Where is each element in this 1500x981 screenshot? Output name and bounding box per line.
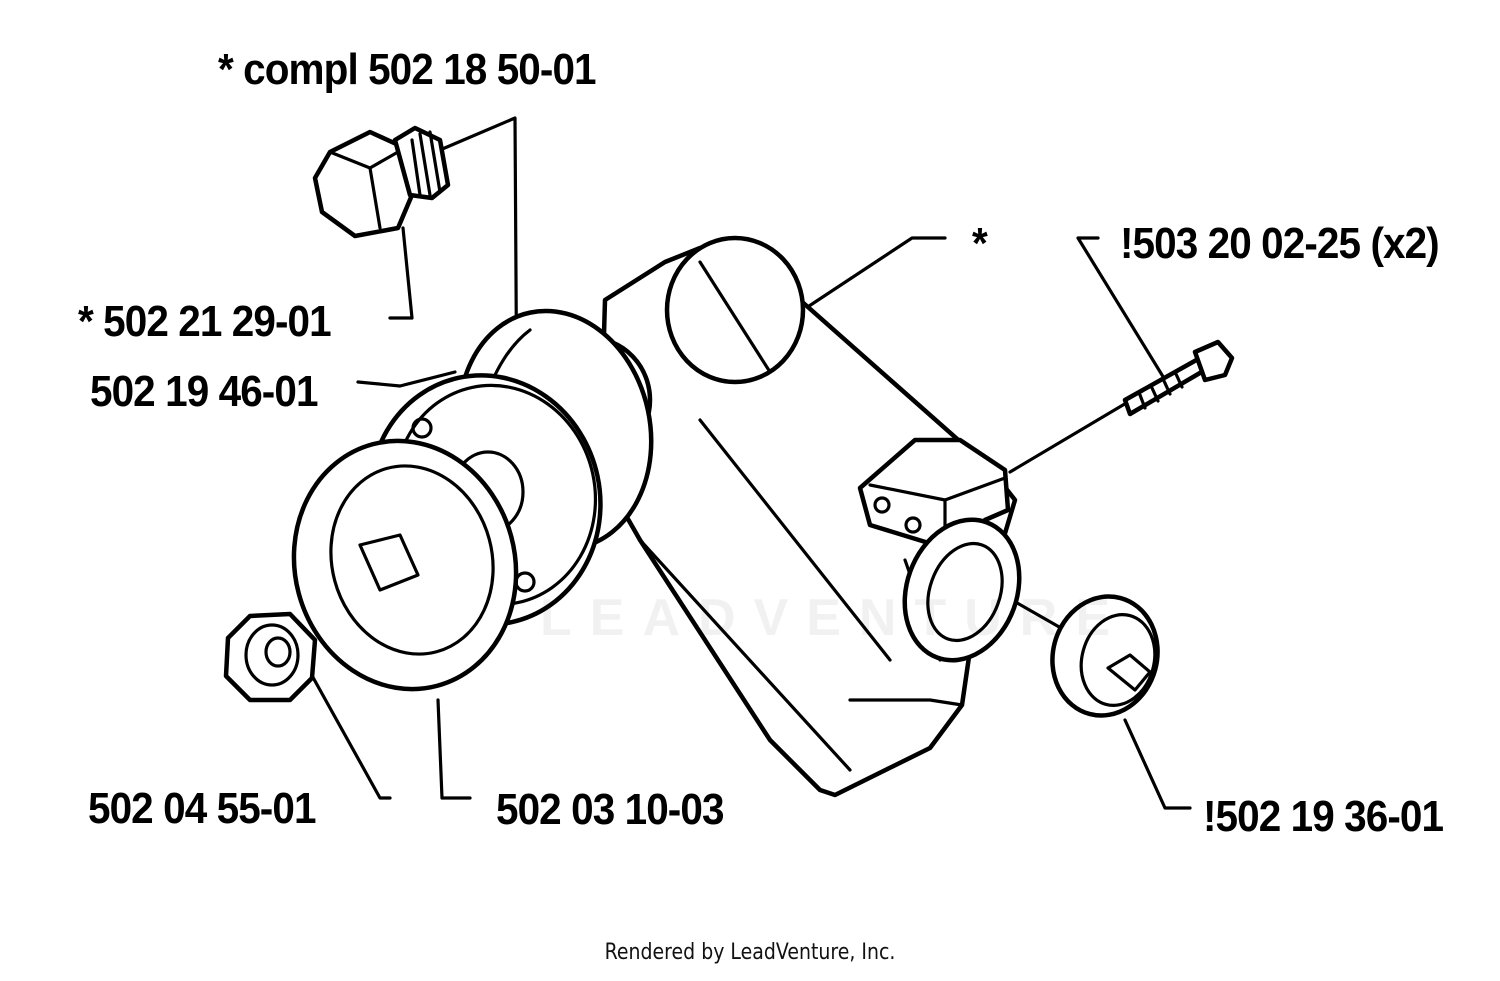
leader-cap bbox=[1123, 718, 1192, 810]
watermark: LEADVENTURE bbox=[540, 589, 1129, 647]
label-nut-part: 502 04 55-01 bbox=[88, 784, 316, 833]
leader-screw-seal bbox=[388, 226, 414, 320]
gear-housing bbox=[527, 235, 1022, 798]
label-bearing-part: 502 19 46-01 bbox=[90, 367, 318, 416]
label-gear-cover-part: * bbox=[972, 219, 988, 268]
leader-flange bbox=[436, 698, 472, 800]
label-bolt-part: !503 20 02-25 (x2) bbox=[1120, 219, 1440, 268]
leader-bolt-b bbox=[1008, 400, 1130, 474]
leader-nut bbox=[308, 670, 392, 800]
label-screw-seal-part: * 502 21 29-01 bbox=[78, 297, 332, 346]
leader-bolt-a bbox=[1076, 236, 1172, 390]
label-cap-part: !502 19 36-01 bbox=[1203, 792, 1444, 841]
flange-washer bbox=[291, 438, 519, 692]
hex-plug-screw bbox=[312, 125, 451, 239]
leader-gear-cover bbox=[798, 236, 947, 314]
bolt bbox=[1122, 339, 1235, 417]
nut bbox=[223, 611, 318, 703]
footer-credit: Rendered by LeadVenture, Inc. bbox=[604, 940, 896, 965]
label-flange-part: 502 03 10-03 bbox=[496, 785, 724, 834]
label-assembly-part: * compl 502 18 50-01 bbox=[218, 45, 597, 94]
leader-bearing bbox=[356, 370, 457, 388]
end-cap bbox=[1050, 594, 1160, 718]
